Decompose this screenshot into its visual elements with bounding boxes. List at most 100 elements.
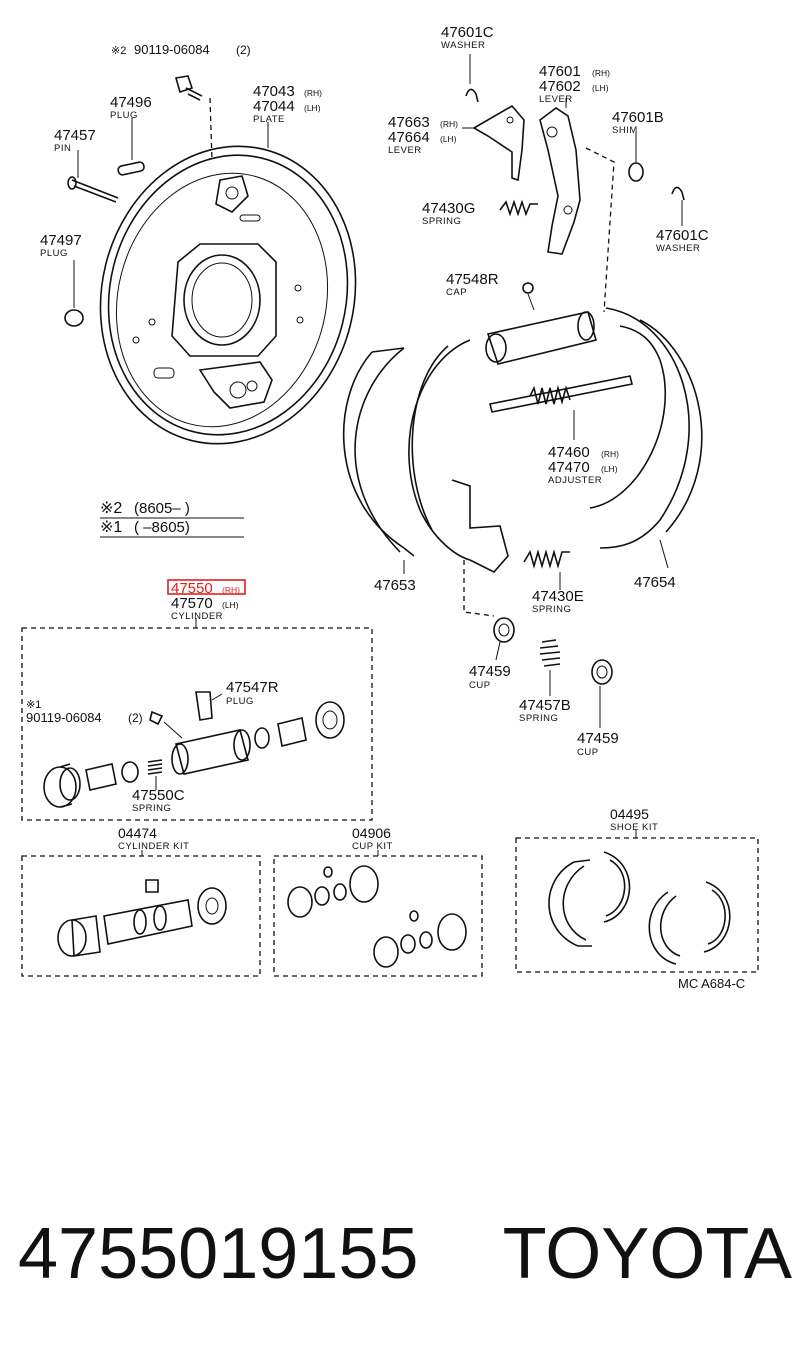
label-adjuster-lh-tag: (LH) [601,464,618,474]
label-bolt-mark: ※2 [111,45,126,57]
label-lever-sub-rh-tag: (RH) [440,119,458,129]
label-bolt-cyl-qty: (2) [128,711,143,725]
shoe-left-drawing [342,347,415,574]
label-pin-desc: PIN [54,143,71,154]
lever-main-drawing [539,98,581,255]
label-lever-sub-desc: LEVER [388,145,422,156]
bolt-drawing [174,75,213,161]
label-lever-main-rh: 47601 [539,63,581,80]
plug-496-drawing [117,161,145,176]
label-shim-desc: SHIM [612,125,638,136]
label-cap-desc: CAP [446,287,467,298]
legend-row1-mark: ※1 [100,519,122,536]
label-adjuster-rh: 47460 [548,444,590,461]
shoe-right-drawing [589,307,703,569]
shim-drawing [628,132,644,182]
label-cup-right-desc: CUP [577,747,599,758]
footer: 4755019155 TOYOTA [12,1208,792,1328]
label-plug-497-desc: PLUG [40,248,68,259]
label-washer-top-desc: WASHER [441,40,485,51]
label-shoe-left-number: 47653 [374,577,416,594]
label-plug-496-number: 47496 [110,94,152,111]
label-cylinder-rh: 47550 [171,580,213,597]
label-cylinder-kit-number: 04474 [118,825,157,841]
label-plate-lh: 47044 [253,98,295,115]
spring-e-drawing [523,549,570,590]
cylinder-kit-drawing [57,879,227,957]
label-washer-right-number: 47601C [656,227,709,244]
footer-brand: TOYOTA [502,1214,792,1294]
label-cylinder-kit-desc: CYLINDER KIT [118,841,189,852]
cylinder-box-parts-drawing [43,691,345,808]
washer-right-drawing [671,186,685,226]
label-plate-desc: PLATE [253,114,285,125]
label-cup-kit-number: 04906 [352,825,391,841]
label-plug-496-desc: PLUG [110,110,138,121]
label-adjuster-desc: ADJUSTER [548,475,602,486]
backing-plate-drawing [99,145,357,445]
label-lever-main-rh-tag: (RH) [592,68,610,78]
label-plug-547-desc: PLUG [226,696,254,707]
label-bolt-qty: (2) [236,43,251,57]
label-cylinder-desc: CYLINDER [171,611,223,622]
label-shoe-kit-desc: SHOE KIT [610,822,658,833]
label-cup-kit-desc: CUP KIT [352,841,393,852]
label-bolt-cyl-mark: ※1 [26,699,41,711]
brake-exploded-diagram: ※2 (8605– ) ※1 ( –8605) [21,24,759,991]
label-spring-e-desc: SPRING [532,604,571,615]
label-lever-main-lh-tag: (LH) [592,83,609,93]
label-lever-main-desc: LEVER [539,94,573,105]
legend-row2-text: (8605– ) [134,500,190,517]
spring-g-drawing [499,199,538,217]
label-spring-c-number: 47550C [132,787,185,804]
label-shoe-right-number: 47654 [634,574,676,591]
label-lever-main-lh: 47602 [539,78,581,95]
label-washer-top-number: 47601C [441,24,494,41]
label-cylinder-rh-tag: (RH) [222,585,240,595]
cup-kit-drawing [287,865,467,968]
label-spring-e-number: 47430E [532,588,584,605]
cup-left-drawing [493,617,515,661]
label-spring-c-desc: SPRING [132,803,171,814]
label-cap-number: 47548R [446,271,499,288]
spring-b-drawing [539,639,561,696]
label-adjuster-lh: 47470 [548,459,590,476]
adjuster-drawing [489,375,633,440]
label-spring-g-desc: SPRING [422,216,461,227]
label-lever-sub-rh: 47663 [388,114,430,131]
shoe-front-drawing [408,339,509,573]
label-plug-547-number: 47547R [226,679,279,696]
label-plate-rh: 47043 [253,83,295,100]
shoe-kit-drawing [548,851,731,965]
label-spring-b-desc: SPRING [519,713,558,724]
label-cylinder-lh: 47570 [171,595,213,612]
shoe-kit-box [515,837,759,973]
label-cup-left-number: 47459 [469,663,511,680]
cylinder-assembly-drawing [485,282,597,365]
washer-top-drawing [465,54,479,103]
date-legend: ※2 (8605– ) ※1 ( –8605) [100,500,244,538]
pin-drawing [67,176,119,203]
label-washer-right-desc: WASHER [656,243,700,254]
label-cup-left-desc: CUP [469,680,491,691]
cylinder-box [21,627,373,821]
diagram-code: MC A684-C [678,976,745,991]
label-bolt-number: 90119-06084 [134,42,210,57]
highlight-box [167,579,246,595]
legend-row1-text: ( –8605) [134,519,190,536]
label-pin-number: 47457 [54,127,96,144]
lever-sub-drawing [462,104,525,182]
label-cup-right-number: 47459 [577,730,619,747]
label-plate-rh-tag: (RH) [304,88,322,98]
legend-row2-mark: ※2 [100,500,122,517]
cup-right-drawing [591,659,613,728]
label-bolt-cyl-number: 90119-06084 [26,710,102,725]
label-adjuster-rh-tag: (RH) [601,449,619,459]
label-shoe-kit-number: 04495 [610,806,649,822]
cylinder-kit-box [21,855,261,977]
plug-497-drawing [64,260,84,327]
label-spring-g-number: 47430G [422,200,475,217]
footer-part-number: 4755019155 [18,1214,419,1294]
label-shim-number: 47601B [612,109,664,126]
label-cylinder-lh-tag: (LH) [222,600,239,610]
